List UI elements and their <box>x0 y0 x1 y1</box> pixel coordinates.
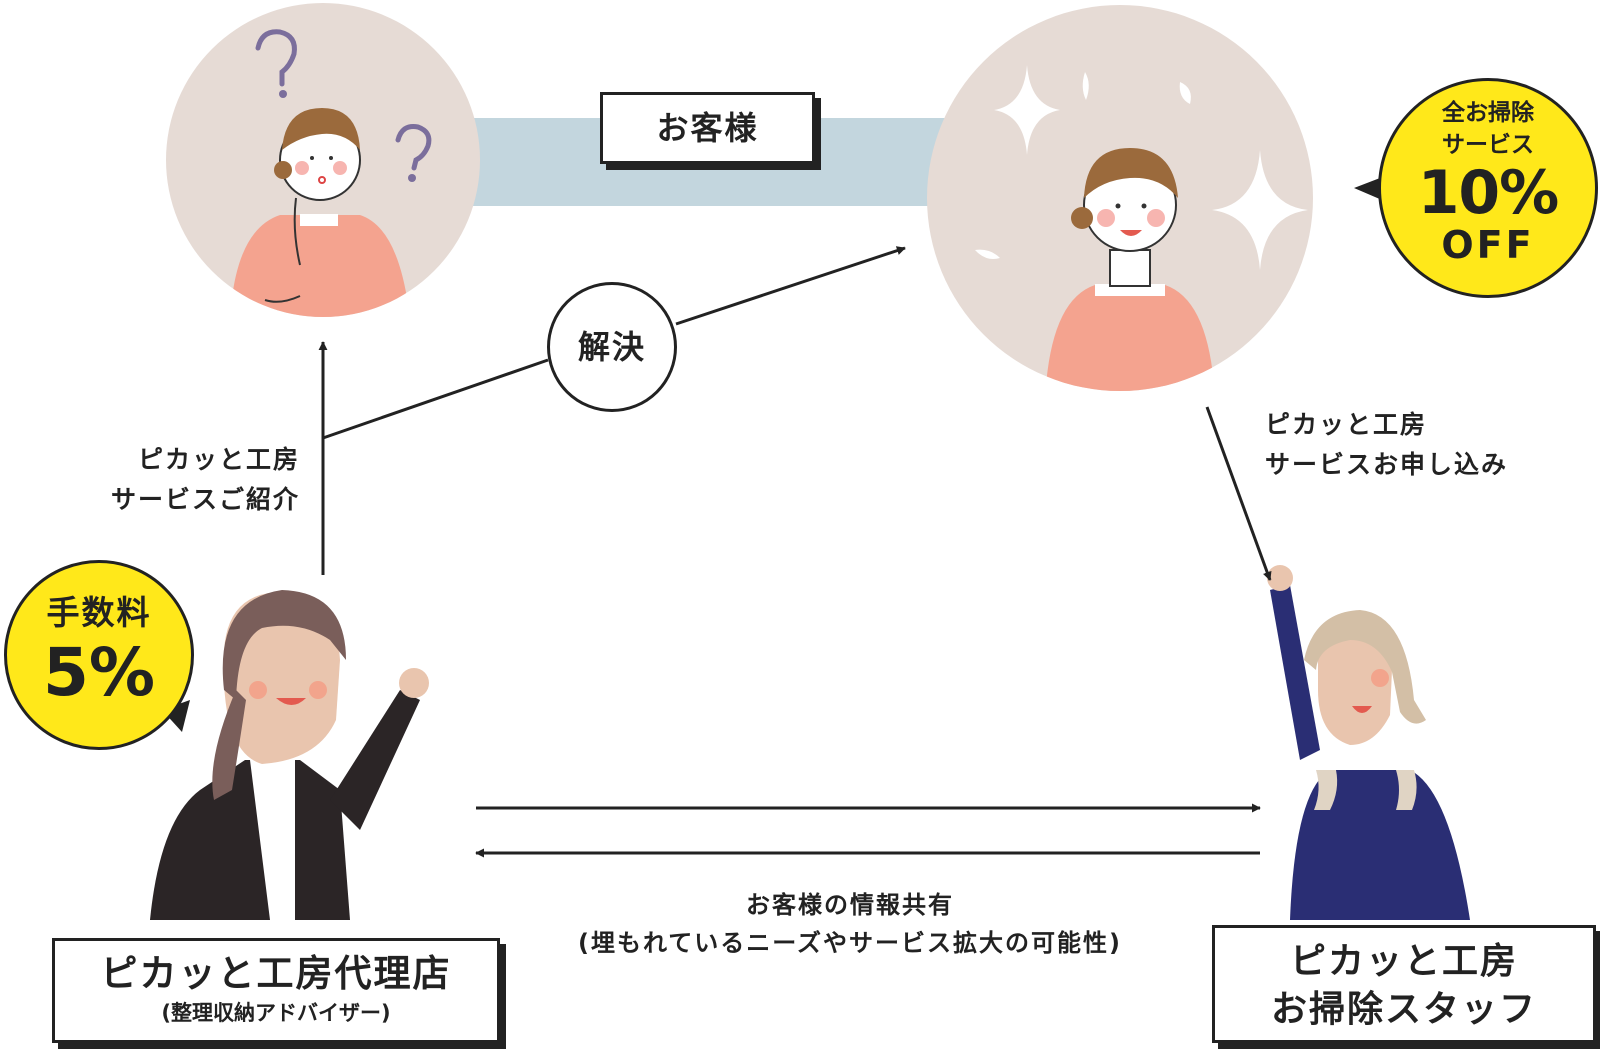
discount-badge-percent: 10% <box>1381 161 1595 225</box>
arrow-icon <box>1207 407 1270 580</box>
service-apply-line2: サービスお申し込み <box>1265 445 1508 485</box>
fee-badge: 手数料 5% <box>4 560 194 750</box>
resolve-label: 解決 <box>547 282 677 412</box>
fee-badge-percent: 5% <box>7 635 191 711</box>
discount-badge: 全お掃除 サービス 10% OFF <box>1378 78 1598 298</box>
service-intro-note: ピカッと工房 サービスご紹介 <box>111 440 300 520</box>
discount-badge-line2: サービス <box>1381 129 1595 161</box>
arrow-icon <box>676 248 905 324</box>
staff-title-line1: ピカッと工房 <box>1215 938 1593 986</box>
agency-subtitle: (整理収納アドバイザー) <box>55 997 497 1029</box>
confused-customer-circle <box>166 3 480 320</box>
service-intro-line1: ピカッと工房 <box>111 440 300 480</box>
service-intro-line2: サービスご紹介 <box>111 480 300 520</box>
info-share-line2: (埋もれているニーズやサービス拡大の可能性) <box>520 924 1180 962</box>
agency-title: ピカッと工房代理店 <box>55 951 497 997</box>
service-apply-note: ピカッと工房 サービスお申し込み <box>1265 405 1508 485</box>
staff-label-box: ピカッと工房 お掃除スタッフ <box>1212 925 1596 1043</box>
discount-badge-off: OFF <box>1381 225 1595 265</box>
fee-badge-label: 手数料 <box>7 591 191 635</box>
discount-badge-line1: 全お掃除 <box>1381 97 1595 129</box>
info-share-note: お客様の情報共有 (埋もれているニーズやサービス拡大の可能性) <box>520 886 1180 962</box>
arrow-icon <box>323 360 548 438</box>
agency-label-box: ピカッと工房代理店 (整理収納アドバイザー) <box>52 938 500 1043</box>
staff-title-line2: お掃除スタッフ <box>1215 986 1593 1034</box>
service-apply-line1: ピカッと工房 <box>1265 405 1508 445</box>
happy-customer-circle <box>927 5 1313 400</box>
cleaning-staff-figure <box>1267 565 1470 920</box>
customer-label: お客様 <box>600 92 815 164</box>
info-share-line1: お客様の情報共有 <box>520 886 1180 924</box>
